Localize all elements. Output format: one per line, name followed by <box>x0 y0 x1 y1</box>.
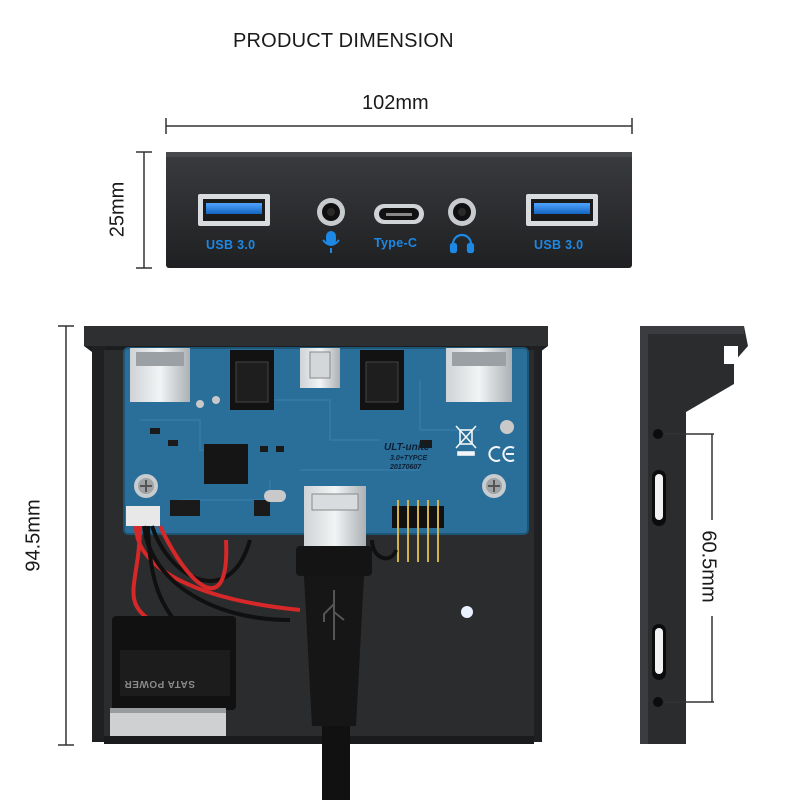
led-indicator <box>461 606 473 618</box>
pcb-screw-left <box>134 474 158 498</box>
sata-power-label: SATA POWER <box>124 678 195 689</box>
side-screw-hole-bottom <box>653 697 663 707</box>
front-height-dimension-label: 25mm <box>106 181 129 238</box>
board-brand-label: ULT-unite <box>384 442 430 453</box>
usb3-port-left <box>198 194 270 226</box>
usb3-right-label: USB 3.0 <box>534 238 584 252</box>
pcb-audio-jack-left <box>230 350 274 410</box>
width-dimension-line <box>165 118 633 134</box>
power-header <box>126 506 160 526</box>
usb3-port-right <box>526 194 598 226</box>
front-height-dimension-line <box>136 151 152 269</box>
page-title: PRODUCT DIMENSION <box>233 30 454 52</box>
pcb-usb-right <box>446 348 512 402</box>
pcb-usb-left <box>130 348 190 402</box>
usb-pin-header <box>392 500 444 562</box>
weee-bin-icon <box>455 425 477 456</box>
usb3-left-label: USB 3.0 <box>206 238 256 252</box>
board-date-label: 20170607 <box>390 464 422 471</box>
controller-chip <box>204 444 248 484</box>
headphone-icon <box>449 233 475 254</box>
bracket-span-dimension-label: 60.5mm <box>697 530 720 603</box>
type-c-label: Type-C <box>374 236 418 250</box>
power-wires <box>131 525 398 631</box>
ce-mark-icon <box>488 446 515 462</box>
width-dimension-label: 102mm <box>362 92 429 114</box>
sata-power-connector <box>110 616 236 736</box>
front-panel <box>166 152 632 268</box>
usb-trident-icon <box>323 590 345 640</box>
internal-usb-plug <box>296 486 372 800</box>
mic-jack <box>317 198 345 226</box>
microphone-icon <box>322 231 340 253</box>
side-bracket <box>640 326 748 744</box>
pcb-screw-right <box>482 474 506 498</box>
pcb-audio-jack-right <box>360 350 404 410</box>
side-screw-hole-top <box>653 429 663 439</box>
type-c-port <box>374 204 424 224</box>
headphone-jack <box>448 198 476 226</box>
pcb-type-c <box>300 348 340 388</box>
body-height-dimension-line <box>58 325 74 746</box>
board-model-label: 3.0+TYPCE <box>390 455 428 462</box>
pcb-board <box>123 347 529 562</box>
bracket-span-dimension-line <box>664 433 714 703</box>
body-height-dimension-label: 94.5mm <box>22 499 45 572</box>
